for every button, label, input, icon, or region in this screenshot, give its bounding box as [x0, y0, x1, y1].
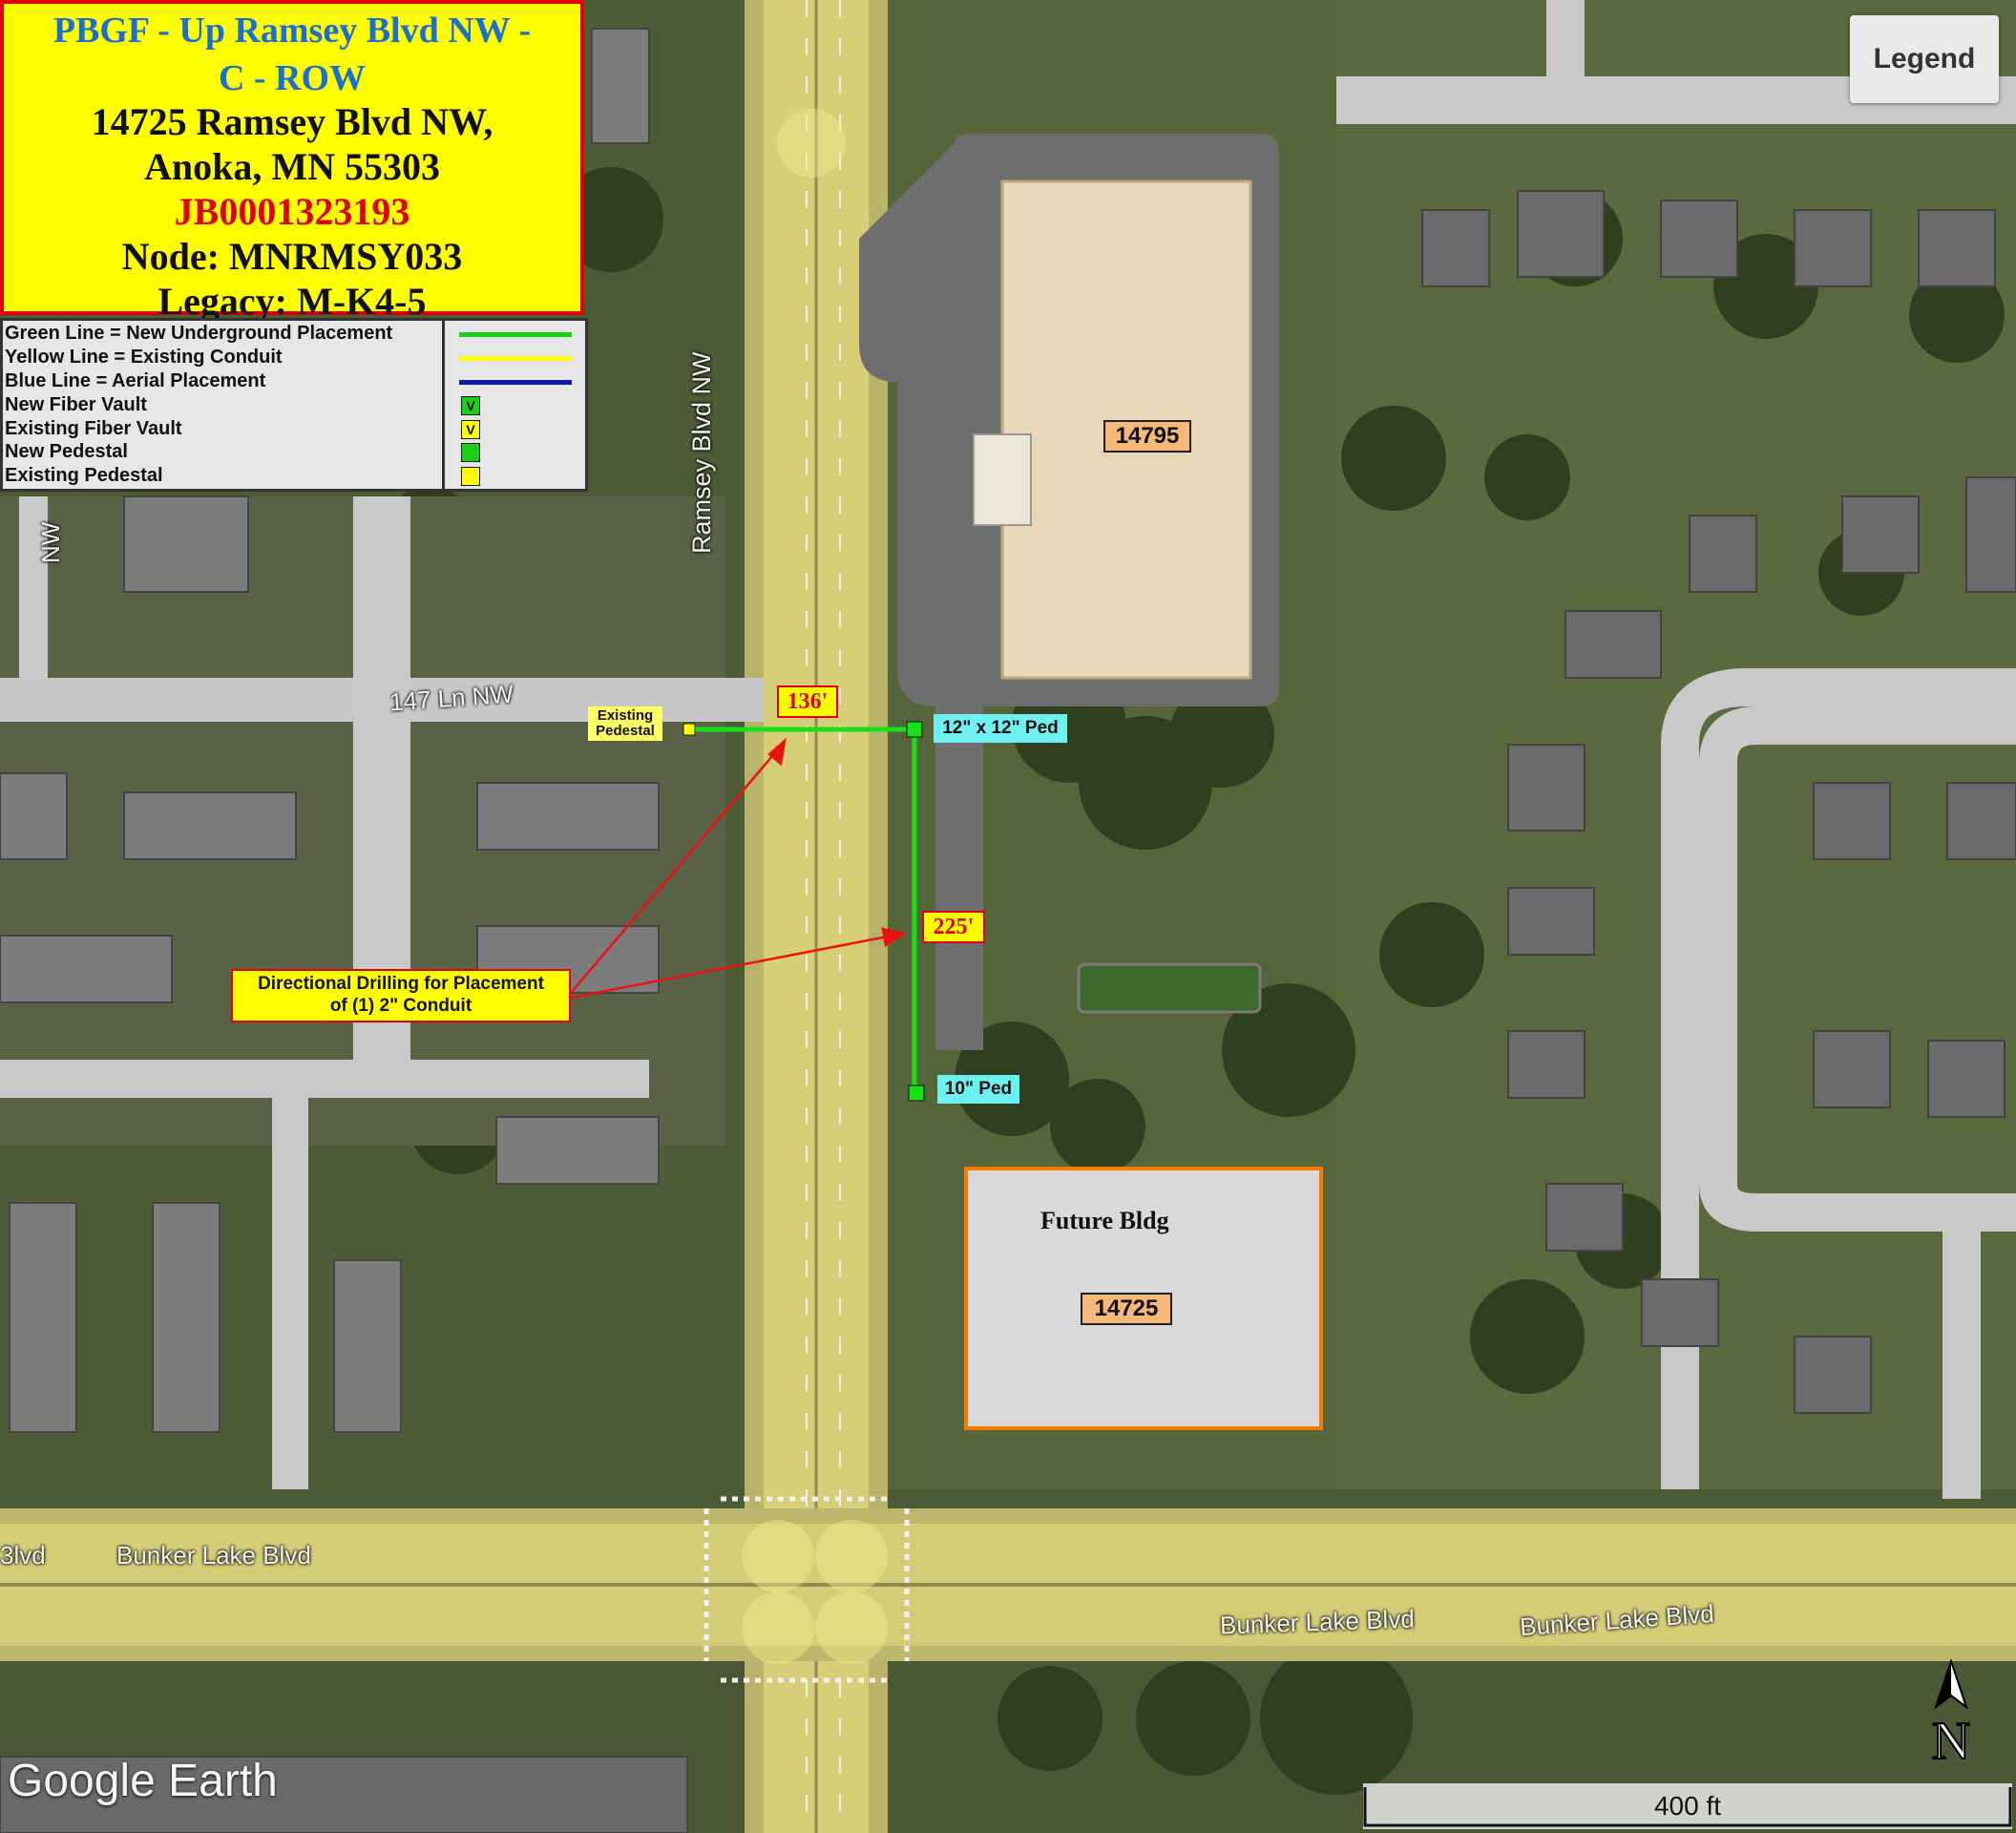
legend-item-existing-vault: Existing Fiber Vault	[5, 418, 182, 439]
address-label-14725: 14725	[1081, 1293, 1172, 1325]
site-address-line2: Anoka, MN 55303	[143, 145, 441, 188]
legend-new-vault-icon: V	[461, 396, 480, 415]
ped-12x12-label: 12" x 12" Ped	[934, 714, 1067, 743]
legend-divider	[442, 321, 445, 489]
legend-item-green-line: Green Line = New Underground Placement	[5, 323, 393, 344]
legend-item-blue-line: Blue Line = Aerial Placement	[5, 370, 266, 391]
drilling-note-line2: of (1) 2" Conduit	[329, 996, 472, 1016]
road-label-bunker-left-cut: 3lvd	[0, 1541, 46, 1570]
ped-10in-label: 10" Ped	[937, 1075, 1019, 1104]
new-pedestal-10in-marker[interactable]	[908, 1085, 925, 1102]
legend-item-yellow-line: Yellow Line = Existing Conduit	[5, 347, 283, 368]
existing-pedestal-marker[interactable]	[682, 723, 696, 736]
google-earth-logo: Google Earth	[8, 1756, 278, 1806]
node-id: Node: MNRMSY033	[121, 235, 463, 278]
north-arrow-label: N	[1931, 1711, 1971, 1772]
north-arrow-icon: N	[1922, 1657, 1980, 1774]
legend-yellow-line-swatch	[459, 356, 572, 361]
address-label-14795: 14795	[1103, 420, 1191, 453]
legend-existing-vault-icon: V	[461, 420, 480, 439]
job-number: JB0001323193	[174, 190, 410, 233]
new-pedestal-12x12-marker[interactable]	[906, 721, 923, 738]
legend-item-new-pedestal: New Pedestal	[5, 441, 128, 462]
legend-item-new-vault: New Fiber Vault	[5, 394, 147, 415]
road-label-bunker-left: Bunker Lake Blvd	[116, 1541, 311, 1570]
scale-bar-label: 400 ft	[1653, 1791, 1722, 1821]
scale-bar-graphic	[1363, 1783, 2012, 1829]
existing-pedestal-label: Existing Pedestal	[588, 706, 662, 741]
legacy-id: Legacy: M-K4-5	[158, 280, 427, 323]
directional-drilling-note: Directional Drilling for Placement of (1…	[231, 969, 571, 1022]
road-label-ramsey: Ramsey Blvd NW	[687, 351, 716, 554]
future-building-label: Future Bldg	[1040, 1207, 1169, 1234]
legend-blue-line-swatch	[459, 380, 572, 385]
future-building-outline: Future Bldg	[964, 1167, 1323, 1430]
map-legend: Green Line = New Underground Placement Y…	[0, 318, 588, 492]
legend-new-pedestal-icon	[461, 443, 480, 462]
legend-button[interactable]: Legend	[1850, 15, 1999, 103]
drilling-note-line1: Directional Drilling for Placement	[258, 974, 544, 994]
site-address-line1: 14725 Ramsey Blvd NW,	[91, 100, 494, 143]
distance-label-136: 136'	[777, 685, 838, 718]
project-title-box: PBGF - Up Ramsey Blvd NW - C - ROW 14725…	[0, 0, 584, 323]
project-title-line1: PBGF - Up Ramsey Blvd NW -	[52, 11, 532, 51]
road-label-nw-cut: NW	[36, 521, 65, 563]
legend-existing-pedestal-icon	[461, 467, 480, 486]
legend-green-line-swatch	[459, 332, 572, 337]
scale-bar: 400 ft	[1363, 1783, 2012, 1829]
legend-item-existing-pedestal: Existing Pedestal	[5, 465, 163, 486]
project-title-line2: C - ROW	[218, 58, 367, 98]
distance-label-225: 225'	[922, 911, 985, 943]
